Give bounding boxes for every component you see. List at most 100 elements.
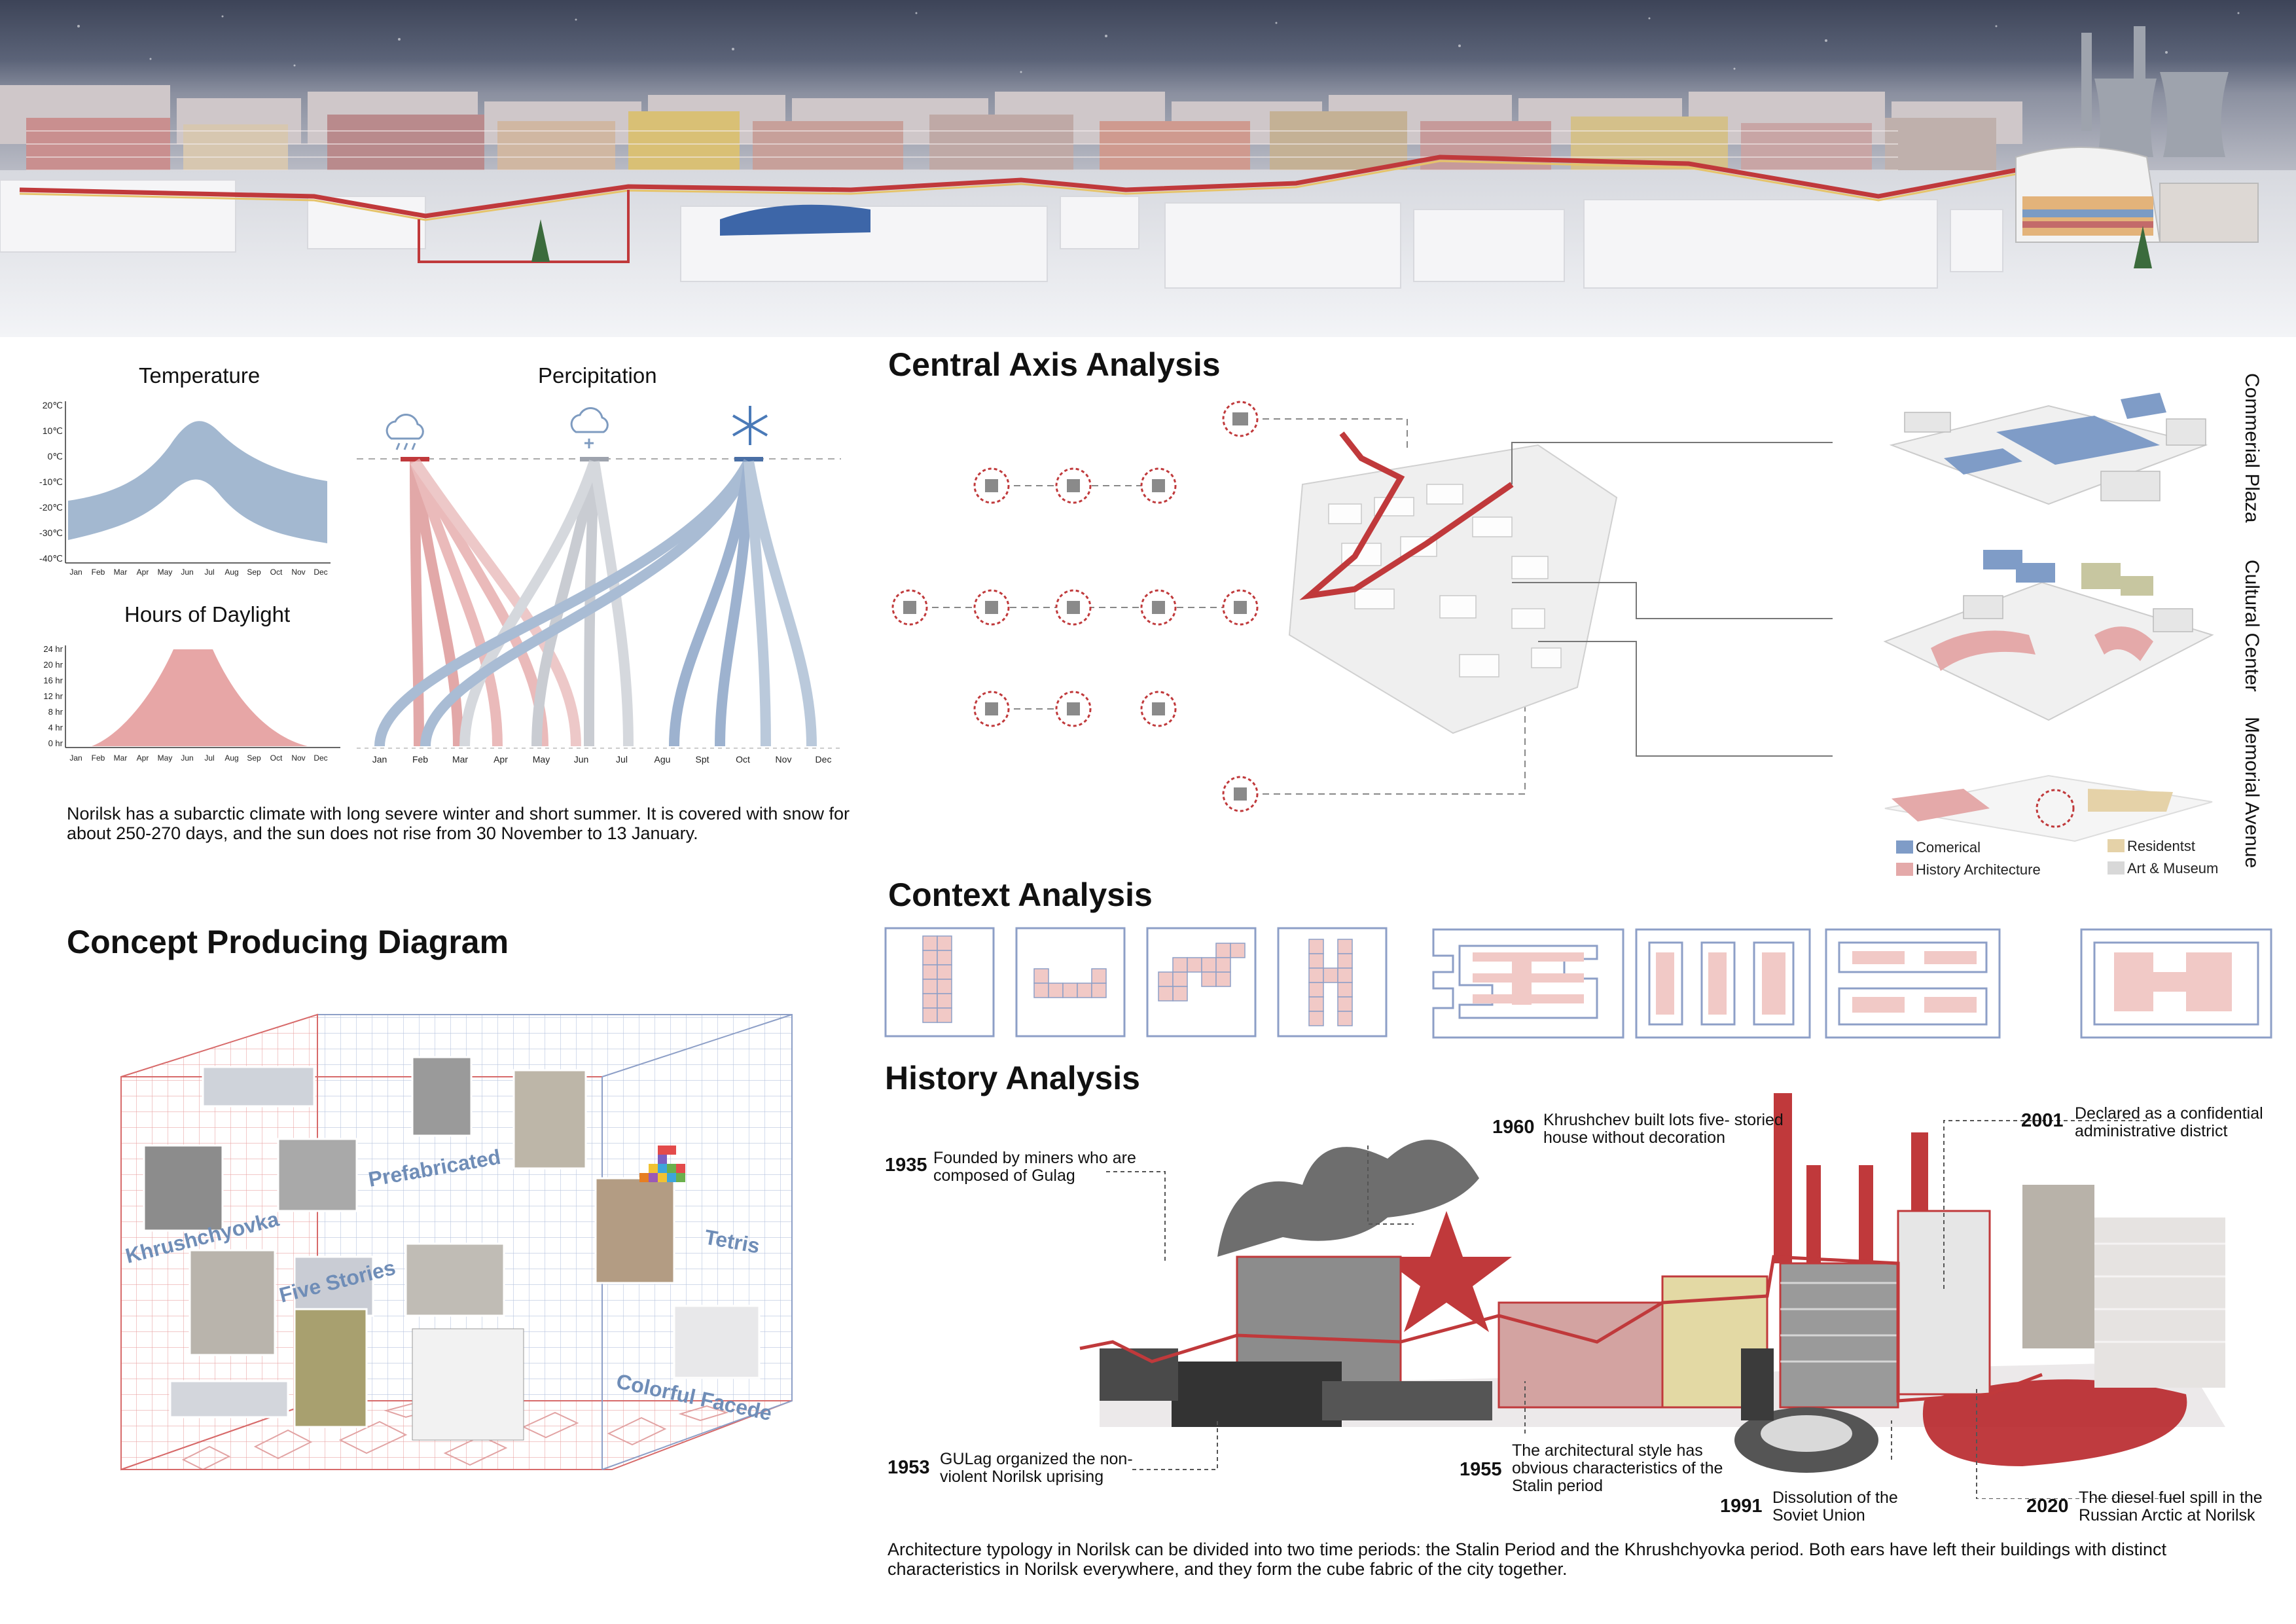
photo-card — [188, 1249, 276, 1356]
event-year: 2001 — [2021, 1110, 2064, 1131]
climate-description: Norilsk has a subarctic climate with lon… — [67, 804, 850, 843]
precip-month-tick: Spt — [695, 754, 709, 765]
photo-card — [293, 1308, 368, 1428]
commercial-plaza-thumbnail — [1889, 393, 2208, 505]
precipitation-diagram: Jan Feb Mar Apr May Jun Jul Agu Spt Oct … — [357, 406, 841, 765]
sleet-icon — [570, 407, 609, 448]
event-text: Dissolution of the Soviet Union — [1772, 1489, 1898, 1525]
month-tick: Dec — [314, 568, 327, 577]
precip-month-tick: Jan — [372, 754, 387, 765]
month-tick: Jun — [181, 568, 193, 577]
context-plan — [1432, 928, 1624, 1039]
daylight-tick: 24 hr — [43, 644, 63, 654]
tetris-graphic — [639, 1146, 685, 1182]
context-frame — [1146, 927, 1257, 1038]
precip-month-tick: Jul — [616, 754, 628, 765]
precip-month-tick: Nov — [776, 754, 792, 765]
temp-tick: -20℃ — [39, 502, 63, 513]
history-title: History Analysis — [885, 1060, 1140, 1096]
temp-tick: -30℃ — [39, 528, 63, 538]
event-year: 1960 — [1492, 1117, 1535, 1138]
concept-title: Concept Producing Diagram — [67, 924, 509, 960]
context-plan — [1838, 941, 1988, 1026]
month-tick: Apr — [137, 568, 149, 577]
month-tick: Jul — [204, 568, 214, 577]
photo-card — [293, 1255, 374, 1317]
context-plan — [2093, 941, 2259, 1026]
precip-month-tick: Mar — [452, 754, 468, 765]
month-tick: May — [158, 568, 173, 577]
photo-card — [673, 1305, 761, 1379]
temp-tick: 0℃ — [47, 451, 63, 461]
central-axis-line — [1299, 431, 1514, 600]
central-axis-title: Central Axis Analysis — [888, 346, 1221, 383]
photo-card — [512, 1069, 587, 1170]
month-tick: Feb — [92, 568, 105, 577]
month-tick: Feb — [92, 753, 105, 763]
event-text: GULag organized the non-violent Norilsk … — [940, 1450, 1133, 1486]
month-tick: Mar — [114, 568, 128, 577]
photo-card — [404, 1242, 505, 1317]
month-tick: Aug — [224, 568, 238, 577]
context-plan — [1458, 945, 1598, 1019]
daylight-area — [92, 649, 308, 746]
side-label-memorial: Memorial Avenue — [2241, 717, 2263, 869]
event-text: Declared as a confidential administrativ… — [2075, 1104, 2263, 1140]
daylight-tick: 0 hr — [48, 738, 63, 748]
temperature-chart: 20℃ 10℃ 0℃ -10℃ -20℃ -30℃ -40℃ Jan Feb M… — [39, 400, 331, 577]
snowflake-icon — [732, 406, 768, 445]
daylight-title: Hours of Daylight — [124, 602, 291, 626]
history-collage — [1079, 1093, 2225, 1473]
month-tick: Sep — [247, 568, 261, 577]
month-tick: Jan — [69, 753, 82, 763]
history-connectors — [1106, 1120, 2173, 1499]
side-label-commercial: Commerial Plaza — [2241, 373, 2263, 523]
panorama-banner — [0, 0, 2296, 337]
event-year: 2020 — [2026, 1496, 2069, 1517]
precip-month-tick: Jun — [574, 754, 589, 765]
month-tick: Sep — [247, 753, 261, 763]
event-year: 1953 — [888, 1457, 930, 1478]
event-year: 1991 — [1720, 1496, 1763, 1517]
context-plan — [1825, 928, 2001, 1039]
concept-cube: Prefabricated Khrushchyovka Five Stories… — [120, 1013, 793, 1471]
month-tick: Dec — [314, 753, 327, 763]
precip-month-tick: Dec — [816, 754, 832, 765]
context-diagram — [884, 927, 2272, 1039]
precip-month-tick: Agu — [655, 754, 671, 765]
event-year: 1935 — [885, 1155, 927, 1176]
side-label-cultural: Cultural Center — [2241, 560, 2263, 692]
daylight-tick: 20 hr — [43, 660, 63, 670]
context-plan — [1648, 941, 1795, 1026]
photo-card — [202, 1066, 315, 1108]
temperature-band — [68, 421, 327, 543]
rain-icon — [386, 414, 424, 450]
month-tick: Jul — [204, 753, 214, 763]
daylight-tick: 16 hr — [43, 676, 63, 685]
precip-month-tick: Apr — [493, 754, 508, 765]
context-plan — [2080, 928, 2272, 1039]
temp-tick: -40℃ — [39, 553, 63, 564]
photo-card — [594, 1177, 675, 1284]
daylight-tick: 12 hr — [43, 691, 63, 701]
month-tick: Jun — [181, 753, 193, 763]
context-frame — [1277, 927, 1388, 1038]
month-tick: Nov — [291, 753, 305, 763]
central-axis-diagram — [891, 401, 1833, 812]
event-text: Khrushchev built lots five- storied hous… — [1543, 1111, 1784, 1147]
temp-tick: 10℃ — [43, 425, 63, 436]
history-description: Architecture typology in Norilsk can be … — [888, 1540, 2167, 1579]
temperature-title: Temperature — [139, 363, 260, 388]
daylight-tick: 4 hr — [48, 723, 63, 732]
month-tick: Nov — [291, 568, 305, 577]
legend-item: History Architecture — [1916, 861, 2041, 878]
event-text: Founded by miners who are composed of Gu… — [933, 1149, 1136, 1185]
month-tick: Jan — [69, 568, 82, 577]
context-plan — [1635, 928, 1811, 1039]
photo-card — [277, 1138, 358, 1212]
photo-card — [169, 1380, 289, 1418]
month-tick: Apr — [137, 753, 149, 763]
month-tick: Oct — [270, 753, 283, 763]
soviet-star — [1381, 1211, 1512, 1332]
legend-item: Art & Museum — [2127, 860, 2218, 876]
